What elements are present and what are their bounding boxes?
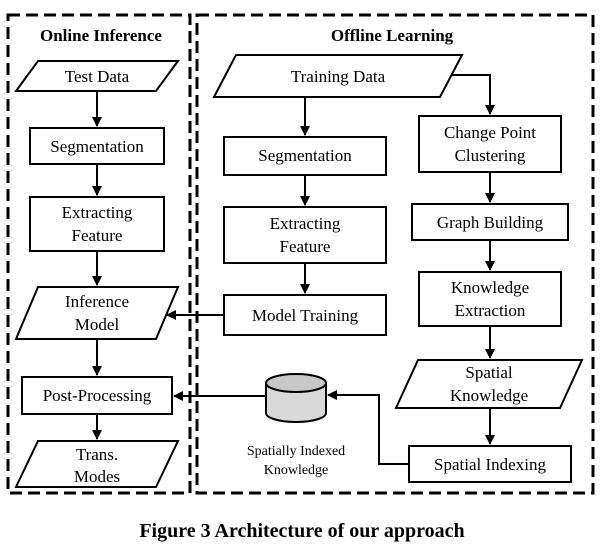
arrow-spatial-indexing-to-database	[327, 390, 409, 465]
inference-model-node: Inference Model	[14, 286, 180, 340]
model-training-label: Model Training	[252, 306, 359, 325]
change-point-clustering-node: Change Point Clustering	[418, 115, 562, 173]
online-extracting-feature-label-2: Feature	[72, 226, 123, 245]
arrow-training-data-to-change-point-clustering	[451, 74, 495, 115]
online-inference-region	[6, 13, 192, 495]
offline-extracting-feature-label-2: Feature	[280, 237, 331, 256]
online-extracting-feature-label-1: Extracting	[62, 203, 133, 222]
post-processing-node: Post-Processing	[21, 376, 173, 415]
change-point-clustering-label-2: Clustering	[455, 146, 526, 165]
spatially-indexed-knowledge-label-1: Spatially Indexed	[247, 444, 345, 459]
online-inference-header: Online Inference	[40, 26, 162, 45]
change-point-clustering-label-1: Change Point	[444, 123, 536, 142]
spatial-knowledge-label-1: Spatial	[465, 363, 512, 382]
training-data-label: Training Data	[291, 67, 386, 86]
online-extracting-feature-node: Extracting Feature	[29, 196, 165, 252]
offline-extracting-feature-node: Extracting Feature	[223, 206, 387, 264]
inference-model-label-2: Model	[75, 315, 120, 334]
training-data-node: Training Data	[212, 54, 464, 98]
graph-building-label: Graph Building	[437, 213, 544, 232]
offline-learning-header: Offline Learning	[331, 26, 454, 45]
offline-segmentation-label: Segmentation	[258, 146, 352, 165]
inference-model-label-1: Inference	[65, 292, 129, 311]
online-segmentation-label: Segmentation	[50, 137, 144, 156]
spatial-knowledge-label-2: Knowledge	[450, 386, 528, 405]
spatially-indexed-knowledge-database-icon	[265, 373, 327, 423]
knowledge-extraction-label-1: Knowledge	[451, 278, 529, 297]
offline-learning-region	[195, 13, 595, 495]
figure-caption: Figure 3 Architecture of our approach	[139, 520, 464, 542]
spatial-indexing-node: Spatial Indexing	[408, 445, 572, 483]
model-training-node: Model Training	[223, 294, 387, 336]
test-data-label: Test Data	[65, 67, 130, 86]
graph-building-node: Graph Building	[411, 203, 569, 241]
knowledge-extraction-node: Knowledge Extraction	[418, 271, 562, 327]
offline-segmentation-node: Segmentation	[223, 136, 387, 176]
spatially-indexed-knowledge-label-2: Knowledge	[264, 463, 329, 478]
trans-modes-label-2: Modes	[74, 467, 120, 486]
offline-extracting-feature-label-1: Extracting	[270, 214, 341, 233]
online-segmentation-node: Segmentation	[29, 127, 165, 165]
knowledge-extraction-label-2: Extraction	[455, 301, 526, 320]
trans-modes-node: Trans. Modes	[14, 440, 180, 488]
trans-modes-label-1: Trans.	[76, 445, 118, 464]
spatial-indexing-label: Spatial Indexing	[434, 455, 546, 474]
post-processing-label: Post-Processing	[43, 386, 152, 405]
spatial-knowledge-node: Spatial Knowledge	[394, 359, 584, 409]
test-data-node: Test Data	[14, 60, 180, 92]
